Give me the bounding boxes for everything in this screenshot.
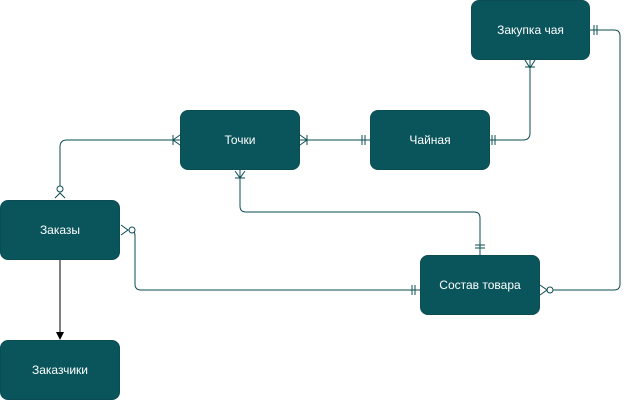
relation-zakazy-zakazchiki[interactable] <box>56 260 64 340</box>
entity-label: Точки <box>224 133 256 147</box>
entity-sostav-tovara[interactable]: Состав товара <box>420 255 540 315</box>
entity-zakazchiki[interactable]: Заказчики <box>0 340 120 400</box>
entity-label: Чайная <box>409 133 451 147</box>
entity-zakazy[interactable]: Заказы <box>0 200 120 260</box>
relation-chainaya-zakupka[interactable] <box>490 59 536 145</box>
entity-chainaya[interactable]: Чайная <box>370 110 490 170</box>
entity-label: Заказчики <box>32 363 88 377</box>
relation-zakazy-tochki[interactable] <box>54 134 181 199</box>
entity-label: Закупка чая <box>497 23 564 37</box>
entity-label: Состав товара <box>439 278 521 292</box>
relation-tochki-chainaya[interactable] <box>299 134 370 146</box>
entity-tochki[interactable]: Точки <box>180 110 300 170</box>
relation-zakazy-sostav[interactable] <box>120 224 420 295</box>
entity-label: Заказы <box>39 223 81 237</box>
entity-zakupka-chaya[interactable]: Закупка чая <box>471 0 590 60</box>
relation-tochki-sostav[interactable] <box>234 170 485 255</box>
relation-zakupka-sostav[interactable] <box>539 25 621 296</box>
